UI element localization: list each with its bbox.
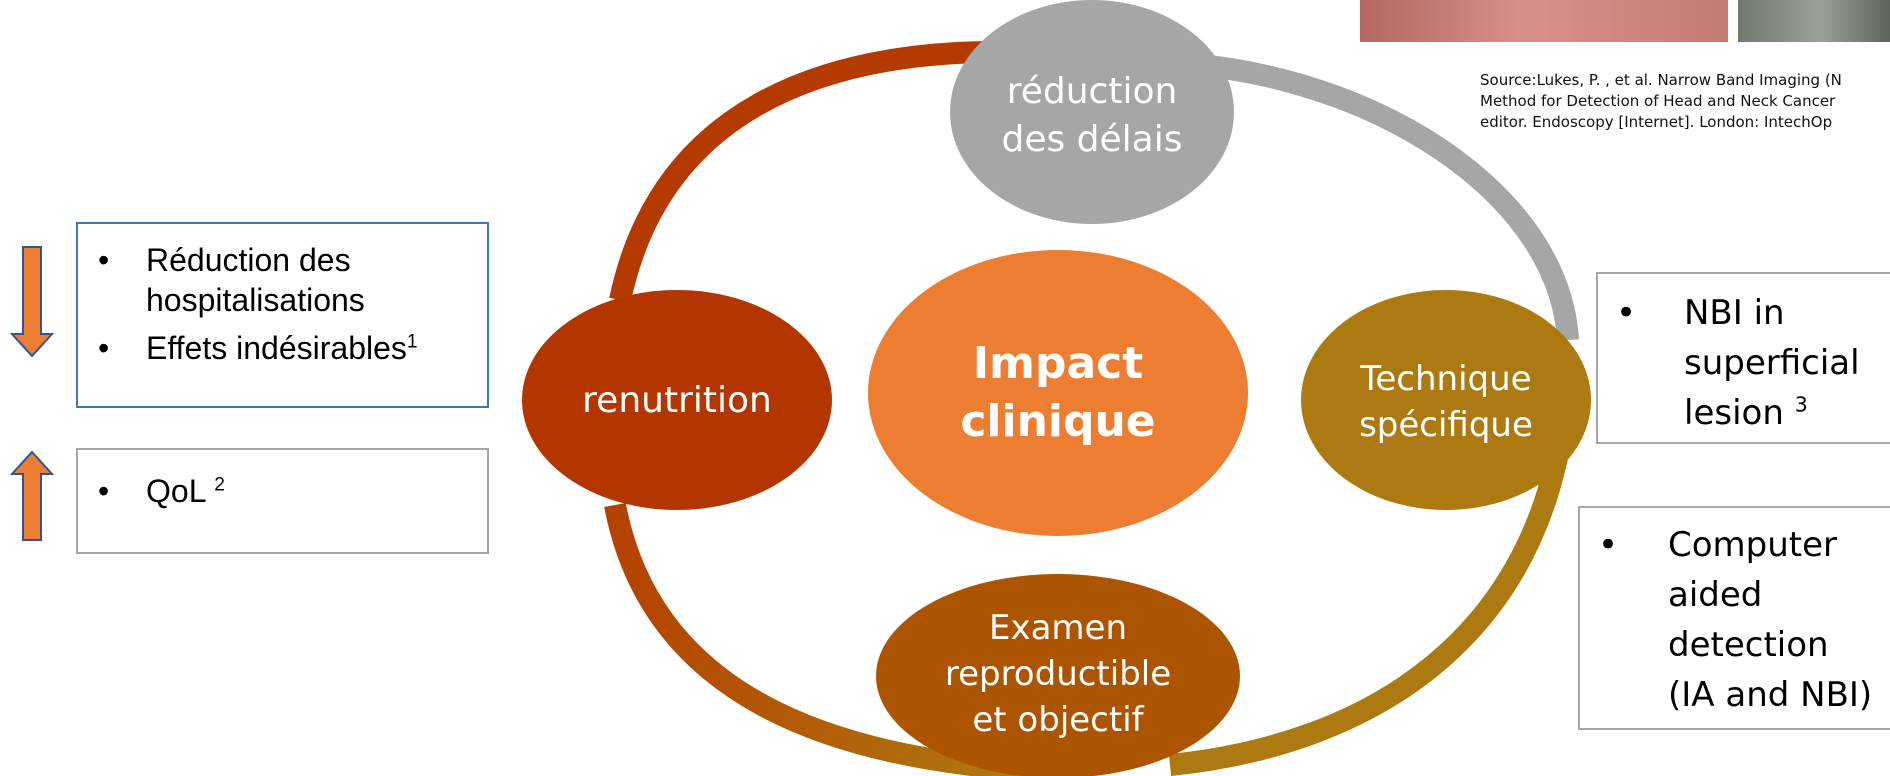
node-right-technique [1301, 290, 1591, 510]
node-center-impact [868, 250, 1248, 536]
right-node-line1: Technique [1360, 359, 1532, 399]
bullet: • [98, 473, 110, 509]
left-box-1-item-1: • Réduction des hospitalisations [98, 240, 365, 320]
bullet: • [1616, 293, 1637, 333]
right-node-label: Technique spécifique [1315, 356, 1577, 448]
right-box-2-line1: Computer [1668, 525, 1838, 565]
right-box-1-line2: superficial [1684, 343, 1860, 383]
left-box-1-item-1-line1: Réduction des [146, 242, 351, 278]
right-box-1-item-1: • NBI in superficial lesion 3 [1616, 288, 1860, 438]
left-node-label: renutrition [540, 375, 814, 425]
left-box-2-item-1: • QoL 2 [98, 470, 225, 512]
center-label-line2: clinique [960, 396, 1156, 447]
left-box-1-item-2-text: Effets indésirables [146, 330, 407, 366]
source-line-1: Source:Lukes, P. , et al. Narrow Band Im… [1480, 71, 1842, 89]
ref-2: 2 [214, 474, 225, 496]
right-node-line2: spécifique [1359, 405, 1533, 445]
bottom-node-label: Examen reproductible et objectif [900, 604, 1216, 744]
top-node-line1: réduction [1006, 71, 1178, 112]
ring-arc-top-left [609, 41, 986, 303]
left-box-1-item-1-line2: hospitalisations [146, 282, 365, 318]
right-box-1-line3: lesion [1684, 393, 1784, 433]
node-top-reduction [950, 0, 1234, 224]
left-box-2-item-1-text: QoL [146, 473, 206, 509]
bullet: • [98, 242, 110, 278]
source-citation: Source:Lukes, P. , et al. Narrow Band Im… [1480, 70, 1890, 133]
right-box-computer-aided: • Computer aided detection (IA and NBI) [1578, 506, 1890, 730]
right-box-2-line3: detection [1668, 625, 1829, 665]
arrow-down-icon [9, 246, 55, 358]
left-box-qol: • QoL 2 [76, 448, 489, 554]
right-box-nbi: • NBI in superficial lesion 3 [1596, 272, 1890, 444]
endoscopy-photo-nbi [1738, 0, 1890, 42]
right-box-2-item-1: • Computer aided detection (IA and NBI) [1598, 520, 1872, 720]
node-bottom-examen [876, 574, 1240, 776]
source-line-2: Method for Detection of Head and Neck Ca… [1480, 92, 1836, 110]
ref-3: 3 [1794, 392, 1808, 417]
ring-arc-top-right [1198, 54, 1579, 341]
endoscopy-photo-color [1360, 0, 1728, 42]
ring-arc-bottom [604, 502, 1061, 776]
ref-1: 1 [406, 331, 418, 353]
top-node-line2: des délais [1001, 119, 1183, 160]
right-box-2-line2: aided [1668, 575, 1763, 615]
ring-arc-right [1168, 428, 1573, 776]
top-node-label: réduction des délais [960, 66, 1224, 166]
left-node-text: renutrition [582, 379, 772, 421]
left-box-reductions: • Réduction des hospitalisations • Effet… [76, 222, 489, 408]
left-box-1-item-2: • Effets indésirables1 [98, 328, 418, 368]
node-left-renutrition [522, 290, 832, 510]
center-label: Impact clinique [900, 330, 1216, 456]
bottom-node-line1: Examen [988, 608, 1128, 648]
right-box-1-line1: NBI in [1684, 293, 1785, 333]
bullet: • [1598, 525, 1619, 565]
right-box-2-line4: (IA and NBI) [1668, 675, 1873, 715]
center-label-line1: Impact [972, 338, 1144, 389]
bullet: • [98, 330, 110, 366]
arrow-up-icon [9, 450, 55, 541]
bottom-node-line3: et objectif [972, 700, 1144, 740]
source-line-3: editor. Endoscopy [Internet]. London: In… [1480, 113, 1833, 131]
bottom-node-line2: reproductible [944, 654, 1172, 694]
